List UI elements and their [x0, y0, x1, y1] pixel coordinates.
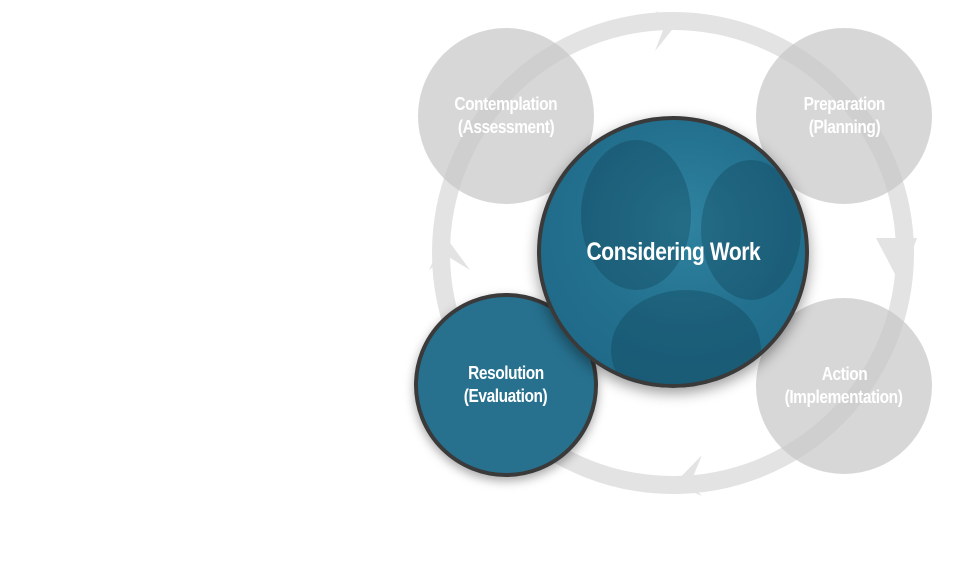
photo-figure-right	[701, 160, 801, 300]
cycle-arrow-top-icon	[655, 11, 680, 51]
cycle-arrow-bottom-icon	[674, 455, 702, 496]
stage-contemplation-title: Contemplation	[454, 94, 558, 114]
photo-figure-left	[581, 140, 691, 290]
cycle-arrow-left-icon	[429, 236, 470, 270]
stage-contemplation-subtitle: (Assessment)	[457, 117, 555, 137]
cycle-arrow-right-icon	[876, 238, 917, 276]
center-circle: Considering Work	[537, 116, 809, 388]
center-label: Considering Work	[586, 238, 760, 266]
photo-figure-bottom	[611, 290, 761, 384]
stage-action-title: Action	[821, 364, 867, 384]
stage-preparation-title: Preparation	[803, 94, 885, 114]
stage-preparation-subtitle: (Planning)	[808, 117, 880, 137]
stage-resolution-title: Resolution	[468, 363, 544, 383]
stage-action-subtitle: (Implementation)	[785, 387, 903, 407]
stage-resolution-subtitle: (Evaluation)	[464, 386, 548, 406]
